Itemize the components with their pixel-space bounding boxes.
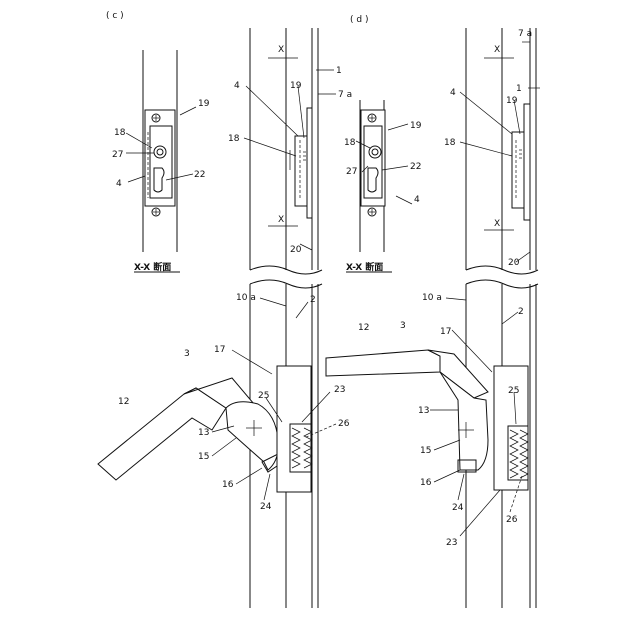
ref-d-frame-3: 3 [400,321,406,331]
caption-d-section: X-X 断面 [346,261,383,273]
ref-d-frame-15: 15 [420,446,431,456]
ref-c-frame-17: 17 [214,345,225,355]
ref-d-frame-26: 26 [506,515,518,525]
ref-c-frame-18: 18 [228,134,240,144]
ref-d-frame-20: 20 [508,258,520,268]
ref-c-detail-4: 4 [116,179,122,189]
panel-label-d: ( d ) [350,15,368,25]
caption-c-section: X-X 断面 [134,261,171,273]
ref-d-frame-24: 24 [452,503,464,513]
ref-c-frame-4: 4 [234,81,240,91]
lever-handle-d [326,350,488,472]
ref-d-detail-4: 4 [414,195,420,205]
ref-d-frame-19: 19 [506,96,518,106]
ref-c-frame-23: 23 [334,385,345,395]
ref-c-frame-2: 2 [310,295,316,305]
ref-c-frame-26: 26 [338,419,350,429]
ref-d-frame-7a: 7 a [518,29,532,39]
ref-c-frame-1: 1 [336,66,342,76]
ref-d-frame-10a: 10 a [422,293,442,303]
panel-label-c: ( c ) [106,11,124,21]
ref-c-detail-27: 27 [112,150,123,160]
ref-c-frame-12: 12 [118,397,129,407]
detail-view-c [143,50,177,252]
ref-c-frame-15: 15 [198,452,209,462]
ref-c-frame-16: 16 [222,480,234,490]
ref-d-frame-4: 4 [450,88,456,98]
latch-bolt-c [277,366,312,492]
ref-d-frame-25: 25 [508,386,519,396]
ref-c-frame-25: 25 [258,391,269,401]
ref-d-detail-22: 22 [410,162,421,172]
ref-d-frame-13: 13 [418,406,429,416]
latch-bolt-d [494,366,528,490]
ref-c-frame-3: 3 [184,349,190,359]
ref-c-detail-22: 22 [194,170,205,180]
section-mark-c-top: X [278,45,284,55]
detail-view-d [360,100,385,252]
ref-c-frame-7a: 7 a [338,90,352,100]
ref-d-frame-18: 18 [444,138,456,148]
section-mark-c-bottom: X [278,215,284,225]
ref-c-detail-18: 18 [114,128,126,138]
ref-c-frame-10a: 10 a [236,293,256,303]
ref-d-detail-19: 19 [410,121,422,131]
lever-handle-c [98,378,280,480]
ref-d-frame-2: 2 [518,307,524,317]
ref-c-detail-19: 19 [198,99,210,109]
ref-c-frame-19: 19 [290,81,302,91]
ref-d-frame-12: 12 [358,323,369,333]
section-mark-d-bottom: X [494,219,500,229]
ref-d-detail-18: 18 [344,138,356,148]
ref-c-frame-24: 24 [260,502,272,512]
ref-d-frame-1: 1 [516,84,522,94]
section-line-d [484,58,514,230]
ref-d-frame-16: 16 [420,478,432,488]
ref-c-frame-13: 13 [198,428,209,438]
ref-c-frame-20: 20 [290,245,302,255]
section-mark-d-top: X [494,45,500,55]
ref-d-frame-23: 23 [446,538,457,548]
ref-d-frame-17: 17 [440,327,451,337]
ref-d-detail-27: 27 [346,167,357,177]
